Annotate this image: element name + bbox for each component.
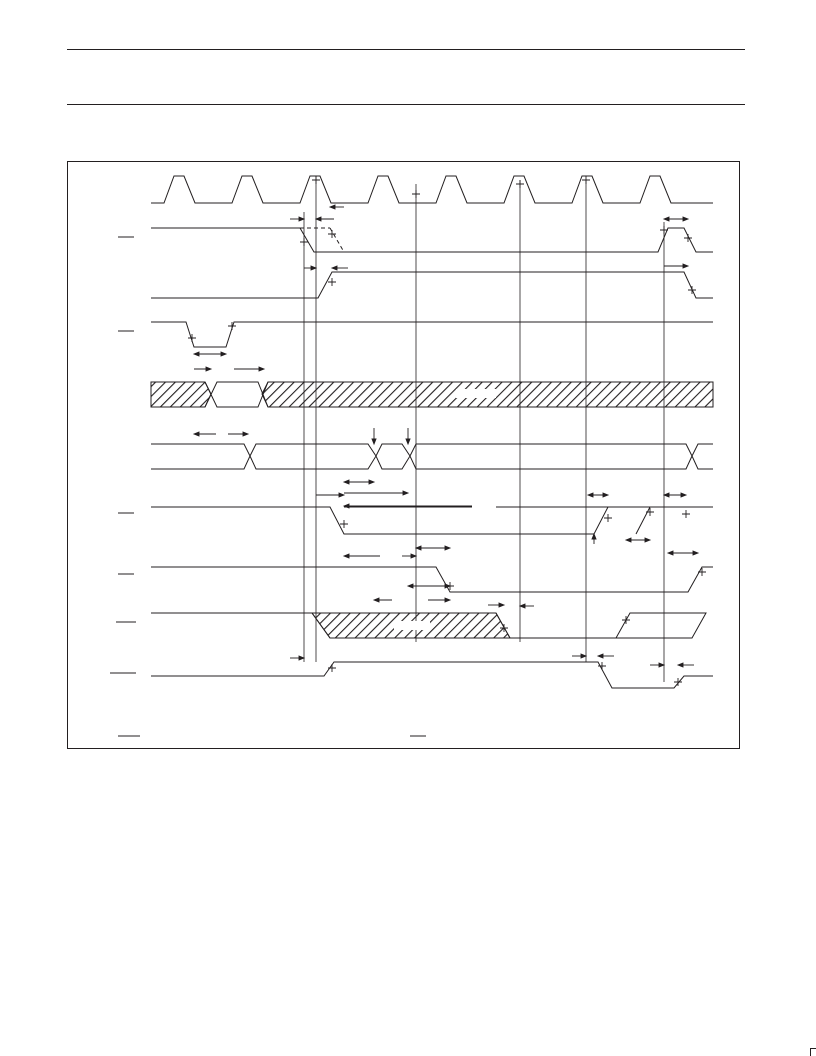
timing-reference-lines — [303, 176, 665, 682]
bus-1-waveform — [150, 381, 714, 408]
signal-5-waveform — [118, 566, 713, 593]
timing-diagram-frame — [67, 161, 740, 749]
signal-6-waveform — [110, 661, 713, 689]
bus-2-waveform — [151, 443, 713, 470]
transition-ticks — [188, 176, 706, 686]
bus-3-waveform — [116, 612, 707, 639]
signal-3-waveform — [118, 321, 713, 348]
signal-2-waveform — [151, 271, 713, 299]
signal-1-waveform — [118, 227, 713, 253]
signal-4-waveform — [118, 506, 713, 535]
timing-arrows — [192, 204, 700, 668]
header-rule-top — [67, 49, 745, 50]
page-corner-mark — [810, 1048, 816, 1056]
clock-waveform — [151, 175, 713, 204]
timing-diagram — [110, 175, 714, 737]
header-rule-bottom — [67, 104, 745, 105]
